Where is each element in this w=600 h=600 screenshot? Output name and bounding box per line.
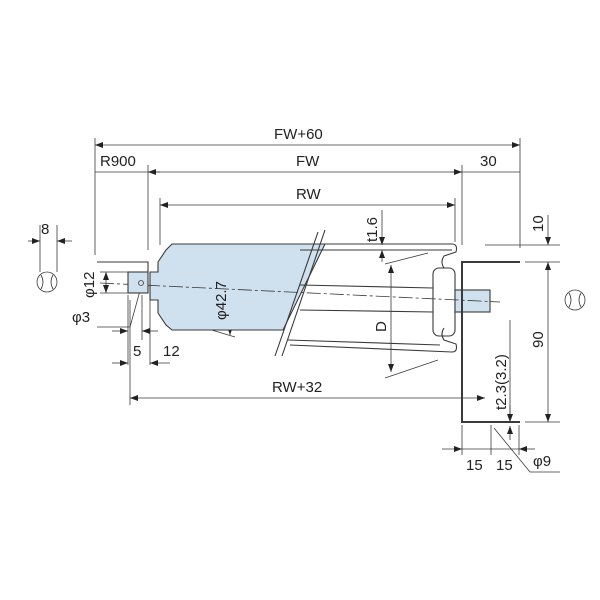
label-rw-plus-32: RW+32 [272,379,322,396]
label-5: 5 [133,343,141,360]
label-phi12: φ12 [81,272,98,298]
left-bracket [97,261,149,294]
label-15a: 15 [466,457,483,474]
dimension-lines [28,142,560,473]
label-12: 12 [163,343,180,360]
label-30: 30 [480,153,497,170]
label-fw: FW [296,153,320,170]
label-90: 90 [530,331,547,348]
label-r900: R900 [100,153,136,170]
side-frame [461,261,520,423]
roller [99,229,501,357]
label-15b: 15 [496,457,513,474]
label-t2-3: t2.3(3.2) [493,354,510,410]
flat-shaft-symbol-icon [36,271,586,311]
label-rw: RW [296,186,322,203]
label-10: 10 [530,215,547,232]
label-phi9: φ9 [533,453,551,470]
label-phi3: φ3 [72,309,90,326]
label-t1-6: t1.6 [364,217,381,242]
label-8: 8 [41,221,49,238]
label-d: D [373,321,390,332]
label-phi42-7: φ42.7 [213,281,230,320]
label-fw-plus-60: FW+60 [274,126,323,143]
